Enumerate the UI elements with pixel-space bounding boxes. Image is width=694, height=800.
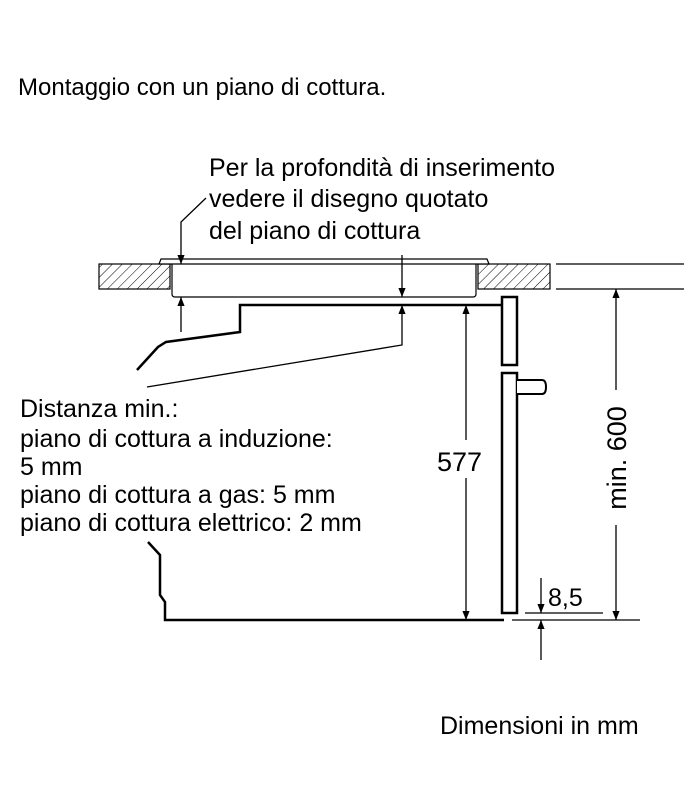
callout-left-line: Distanza min.:: [20, 395, 178, 423]
callout-top-line: vedere il disegno quotato: [209, 185, 488, 213]
units-note: Dimensioni in mm: [440, 712, 639, 740]
leader-line: [177, 197, 207, 264]
dimension-oven-height: 577: [437, 447, 482, 477]
countertop-left: [98, 263, 171, 290]
countertop-right: [477, 263, 551, 290]
callout-top-line: del piano di cottura: [209, 217, 420, 245]
callout-left-line: piano di cottura a induzione:: [20, 425, 333, 453]
dimension-niche-height: min. 600: [602, 406, 632, 510]
leader-line: [146, 305, 406, 388]
oven-outline-bottom: [147, 541, 504, 622]
callout-top-line: Per la profondità di inserimento: [209, 154, 555, 182]
oven-knob: [517, 379, 548, 395]
dimension-bottom-offset: 8,5: [548, 584, 583, 612]
hob: [158, 258, 490, 298]
callout-left-line: 5 mm: [20, 453, 83, 481]
title: Montaggio con un piano di cottura.: [18, 74, 386, 101]
callout-left: Distanza min.: piano di cottura a induzi…: [20, 395, 362, 537]
oven-outline: [136, 303, 504, 371]
callout-left-line: piano di cottura elettrico: 2 mm: [20, 509, 362, 537]
oven-door: [500, 295, 519, 615]
callout-top: Per la profondità di inserimento vedere …: [209, 154, 555, 245]
callout-left-line: piano di cottura a gas: 5 mm: [20, 481, 335, 509]
